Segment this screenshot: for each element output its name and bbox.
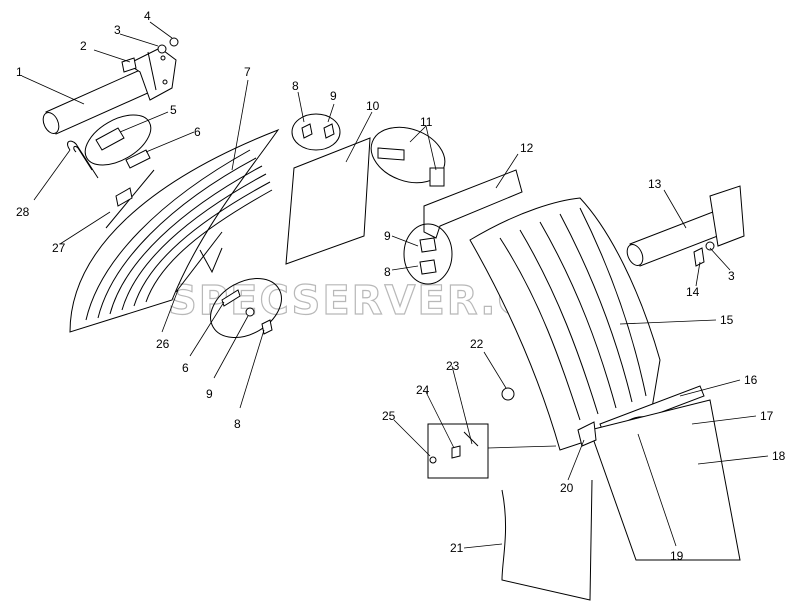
label-6-lower: 6 [182,361,189,375]
fastener-group-top [291,113,341,151]
fastener-group-mid [403,223,453,285]
label-8-mid: 8 [384,265,391,279]
label-28: 28 [16,205,30,219]
nut-22 [501,387,515,401]
mud-flap-plate [285,137,371,265]
part-labels: 1 2 3 4 5 6 7 8 9 10 11 12 13 3 14 9 8 1… [16,9,786,563]
bracket-tube-left [42,37,179,135]
label-17: 17 [760,409,774,423]
rubber-flap [589,399,741,561]
label-8: 8 [292,79,299,93]
mudguard-brackets [105,169,223,293]
label-23: 23 [446,359,460,373]
label-12: 12 [520,141,534,155]
label-6: 6 [194,125,201,139]
label-20: 20 [560,481,574,495]
label-9-lower: 9 [206,387,213,401]
label-2: 2 [80,39,87,53]
label-5: 5 [170,103,177,117]
label-27: 27 [52,241,66,255]
fastener-group-left [210,278,282,338]
left-mudguard [69,128,280,333]
label-7: 7 [244,65,251,79]
label-11: 11 [420,115,433,129]
bolt-plate-left [84,114,152,169]
label-21: 21 [450,541,464,555]
label-3-right: 3 [728,269,735,283]
bracket-20 [577,421,597,447]
label-13: 13 [648,177,662,191]
angle-bracket [423,169,523,239]
small-parts-box [427,423,557,479]
bolts-11 [370,126,446,187]
label-18: 18 [772,449,786,463]
leader-lines [21,21,769,549]
label-3: 3 [114,23,121,37]
strip-21 [501,479,593,601]
label-4: 4 [144,9,151,23]
label-26: 26 [156,337,170,351]
label-24: 24 [416,383,430,397]
label-15: 15 [720,313,734,327]
label-9-mid: 9 [384,229,391,243]
label-19: 19 [670,549,684,563]
label-1: 1 [16,65,23,79]
bracket-tube-right [626,185,745,267]
label-14: 14 [686,285,700,299]
label-8-lower: 8 [234,417,241,431]
label-9: 9 [330,89,337,103]
u-bolt [67,140,99,179]
label-16: 16 [744,373,758,387]
label-25: 25 [382,409,396,423]
label-22: 22 [470,337,484,351]
label-10: 10 [366,99,380,113]
